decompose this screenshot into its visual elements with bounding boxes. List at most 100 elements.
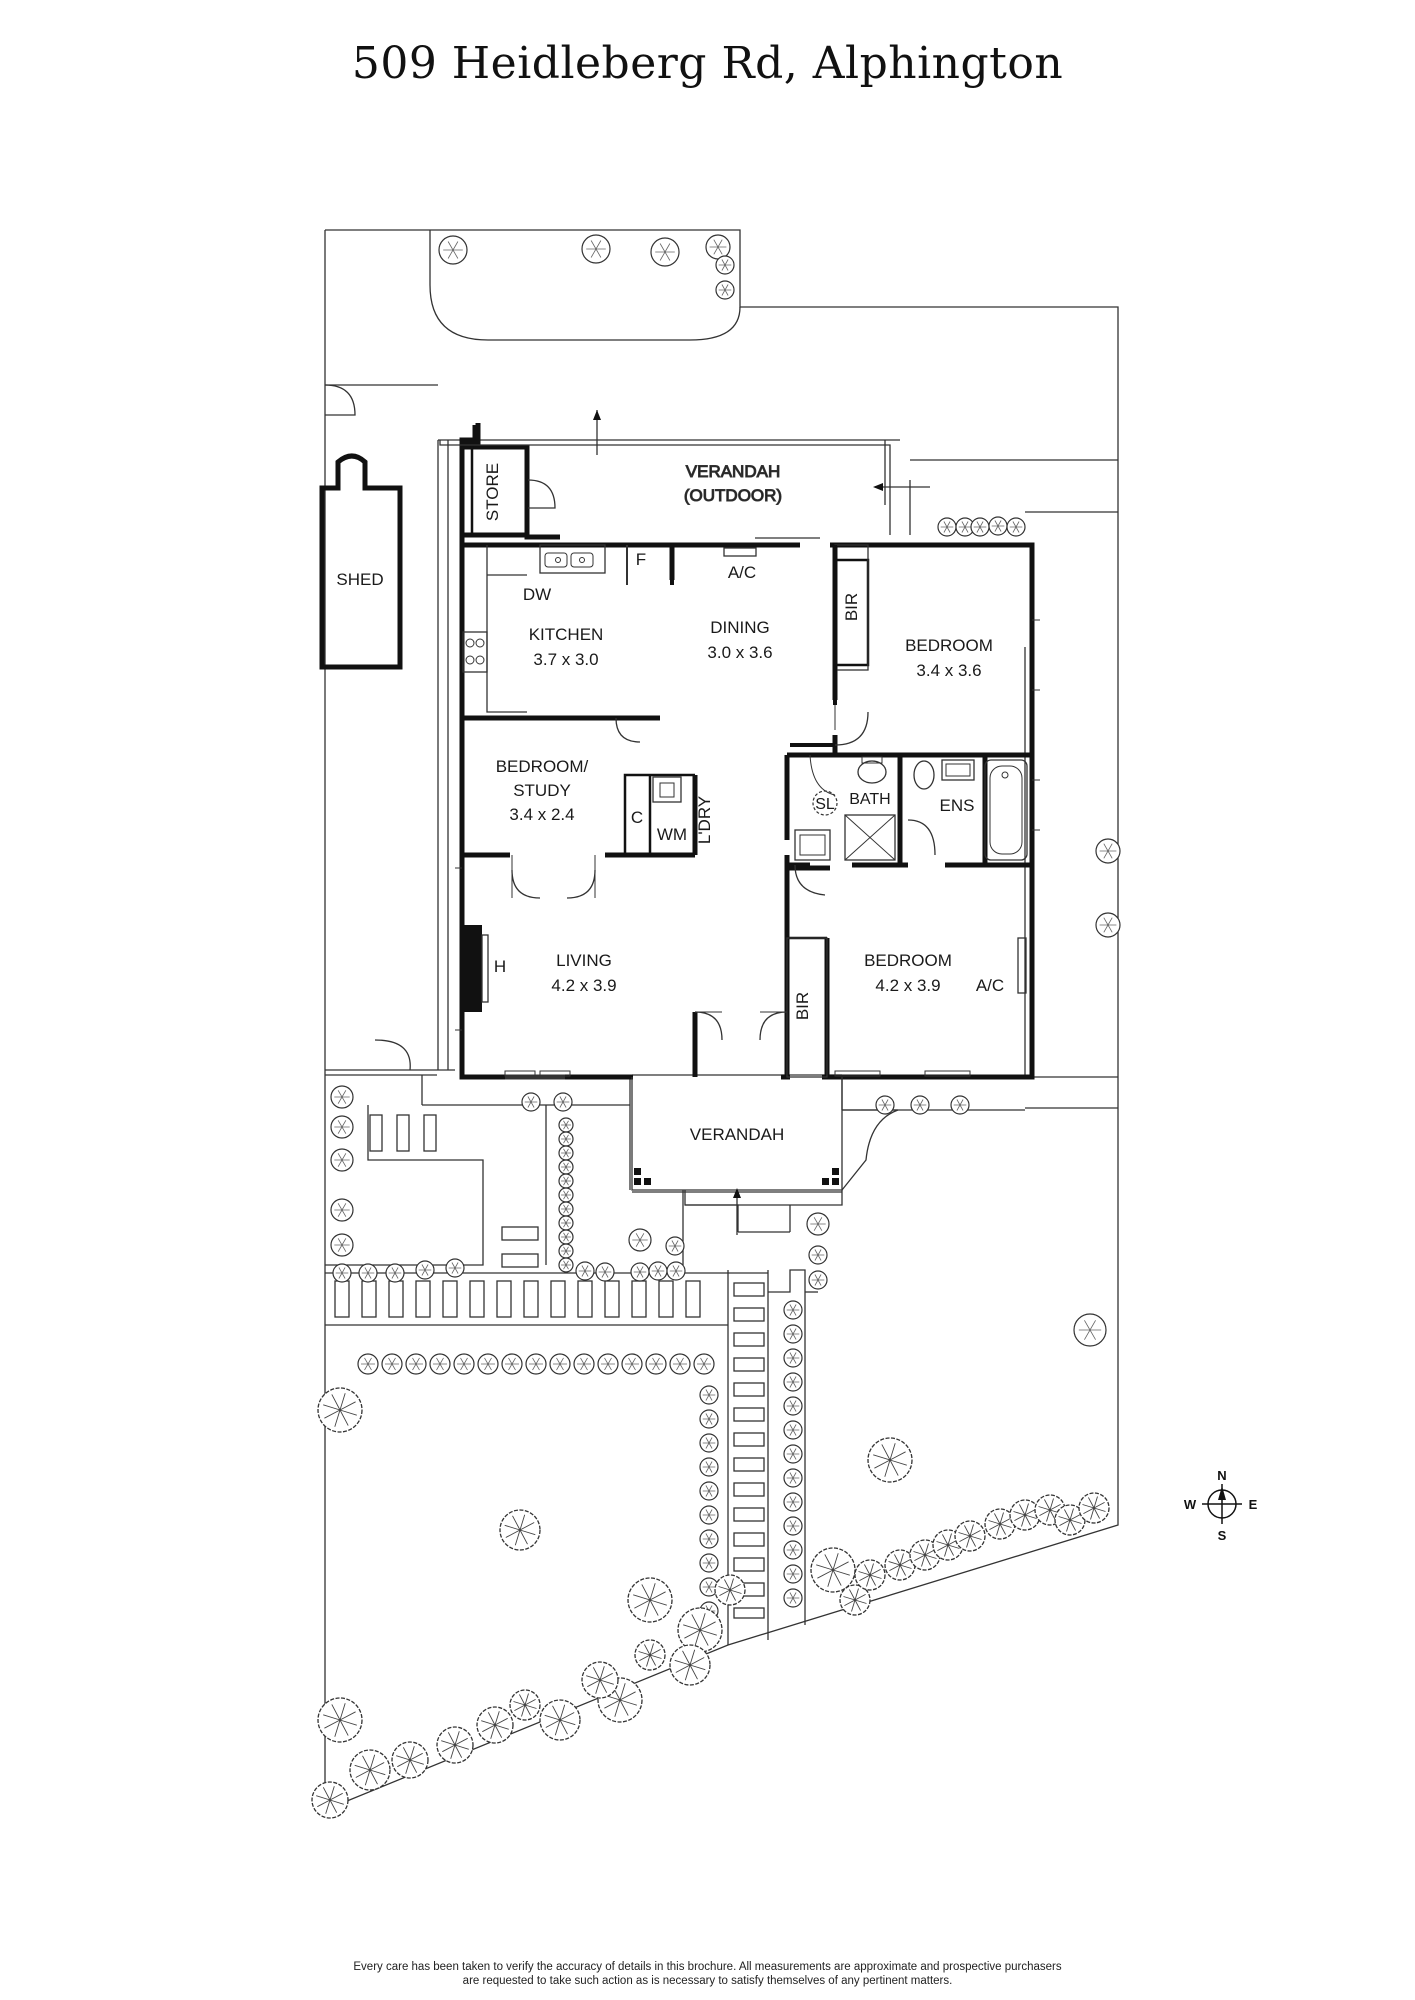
tree-detail	[504, 1514, 536, 1546]
tree-detail	[888, 1553, 912, 1577]
shrub-detail	[786, 1424, 800, 1436]
shrub-detail	[418, 1264, 432, 1276]
verandah-front: VERANDAH	[631, 1077, 843, 1235]
compass-rose: N S E W	[1184, 1468, 1258, 1543]
shrub-detail	[561, 1134, 571, 1144]
tree-detail	[988, 1512, 1012, 1536]
shrub-detail	[561, 1162, 571, 1172]
tree-detail	[1058, 1508, 1082, 1532]
shrub-detail	[361, 1357, 375, 1371]
tree-detail	[354, 1754, 386, 1786]
dining-name: DINING	[710, 618, 770, 637]
bedroom-study-line2: STUDY	[513, 781, 571, 800]
tree-detail	[316, 1786, 344, 1814]
compass-e: E	[1249, 1497, 1258, 1512]
compass-w: W	[1184, 1497, 1197, 1512]
shrub-detail	[786, 1376, 800, 1388]
shrub-detail	[457, 1357, 471, 1371]
tree-detail	[1082, 1496, 1106, 1520]
shrub-detail	[1078, 1320, 1102, 1340]
shrub-detail	[385, 1357, 399, 1371]
bedroom-ne-name: BEDROOM	[905, 636, 993, 655]
tree-detail	[936, 1533, 960, 1557]
dining-size: 3.0 x 3.6	[707, 643, 772, 662]
shrub-detail	[1099, 917, 1117, 933]
tree-detail	[1013, 1503, 1037, 1527]
disclaimer-line-2: are requested to take such action as is …	[462, 1975, 953, 1987]
bath-label: BATH	[849, 791, 890, 808]
bedroom-ne-size: 3.4 x 3.6	[916, 661, 981, 680]
shrub-detail	[561, 1260, 571, 1270]
tree-detail	[323, 1393, 357, 1427]
shrub-detail	[601, 1357, 615, 1371]
shrub-detail	[561, 1120, 571, 1130]
shrub-detail	[1009, 521, 1023, 533]
shrub-detail	[448, 1262, 462, 1274]
skylight-label: SL	[815, 796, 835, 813]
shrub-detail	[578, 1265, 592, 1277]
bedroom-se-size: 4.2 x 3.9	[875, 976, 940, 995]
shrub-detail	[709, 239, 727, 255]
bir-ne-label: BIR	[842, 593, 861, 621]
bathrooms: SL BATH ENS	[787, 753, 1040, 896]
shrub-detail	[335, 1267, 349, 1279]
shrub-detail	[991, 520, 1005, 532]
tree-detail	[441, 1731, 469, 1759]
shrub-detail	[702, 1533, 716, 1545]
verandah-front-label: VERANDAH	[690, 1125, 784, 1144]
shrub-detail	[702, 1485, 716, 1497]
shrub-detail	[702, 1437, 716, 1449]
garden-shrubs	[330, 234, 1121, 1621]
shrub-detail	[651, 1265, 665, 1277]
shrub-detail	[334, 1238, 350, 1252]
shrub-detail	[553, 1357, 567, 1371]
shrub-detail	[409, 1357, 423, 1371]
tree-detail	[674, 1649, 706, 1681]
shrub-detail	[786, 1568, 800, 1580]
shrub-detail	[561, 1190, 571, 1200]
site-boundary	[324, 229, 1119, 1811]
shrub-detail	[702, 1509, 716, 1521]
shrub-detail	[556, 1096, 570, 1108]
store-label: STORE	[483, 463, 502, 521]
shrub-detail	[786, 1472, 800, 1484]
shrub-detail	[577, 1357, 591, 1371]
shrub-detail	[718, 259, 732, 271]
shrub-detail	[786, 1448, 800, 1460]
shrub-detail	[940, 521, 954, 533]
ens-label: ENS	[940, 796, 975, 815]
disclaimer: Every care has been taken to verify the …	[0, 1960, 1415, 1988]
shrub-detail	[481, 1357, 495, 1371]
verandah-outdoor: VERANDAH (OUTDOOR)	[439, 410, 930, 535]
shrub-detail	[718, 284, 732, 296]
shrub-detail	[655, 243, 675, 261]
shrub-detail	[786, 1304, 800, 1316]
shrub-detail	[586, 240, 606, 258]
tree-detail	[718, 1578, 742, 1602]
tree-detail	[513, 1693, 537, 1717]
shrub-detail	[811, 1274, 825, 1286]
shrub-detail	[649, 1357, 663, 1371]
living-name: LIVING	[556, 951, 612, 970]
shrub-detail	[786, 1592, 800, 1604]
shrub-detail	[632, 1233, 648, 1247]
bedroom-study: BEDROOM/ STUDY 3.4 x 2.4 C WM L'DRY	[496, 757, 714, 899]
shrub-detail	[529, 1357, 543, 1371]
verandah-outdoor-line2: (OUTDOOR)	[684, 486, 782, 505]
tree-detail	[323, 1703, 357, 1737]
shrub-detail	[697, 1357, 711, 1371]
kitchen-name: KITCHEN	[529, 625, 604, 644]
shrub-detail	[786, 1328, 800, 1340]
tree-detail	[638, 1643, 662, 1667]
cupboard-label: C	[631, 808, 643, 827]
bir-se-label: BIR	[793, 992, 812, 1020]
laundry-label: L'DRY	[695, 796, 714, 844]
garden-trees	[311, 1387, 1110, 1819]
living-size: 4.2 x 3.9	[551, 976, 616, 995]
shrub-detail	[953, 1099, 967, 1111]
tree-detail	[843, 1588, 867, 1612]
disclaimer-line-1: Every care has been taken to verify the …	[353, 1961, 1062, 1973]
shrub-detail	[561, 1218, 571, 1228]
shrub-detail	[561, 1232, 571, 1242]
